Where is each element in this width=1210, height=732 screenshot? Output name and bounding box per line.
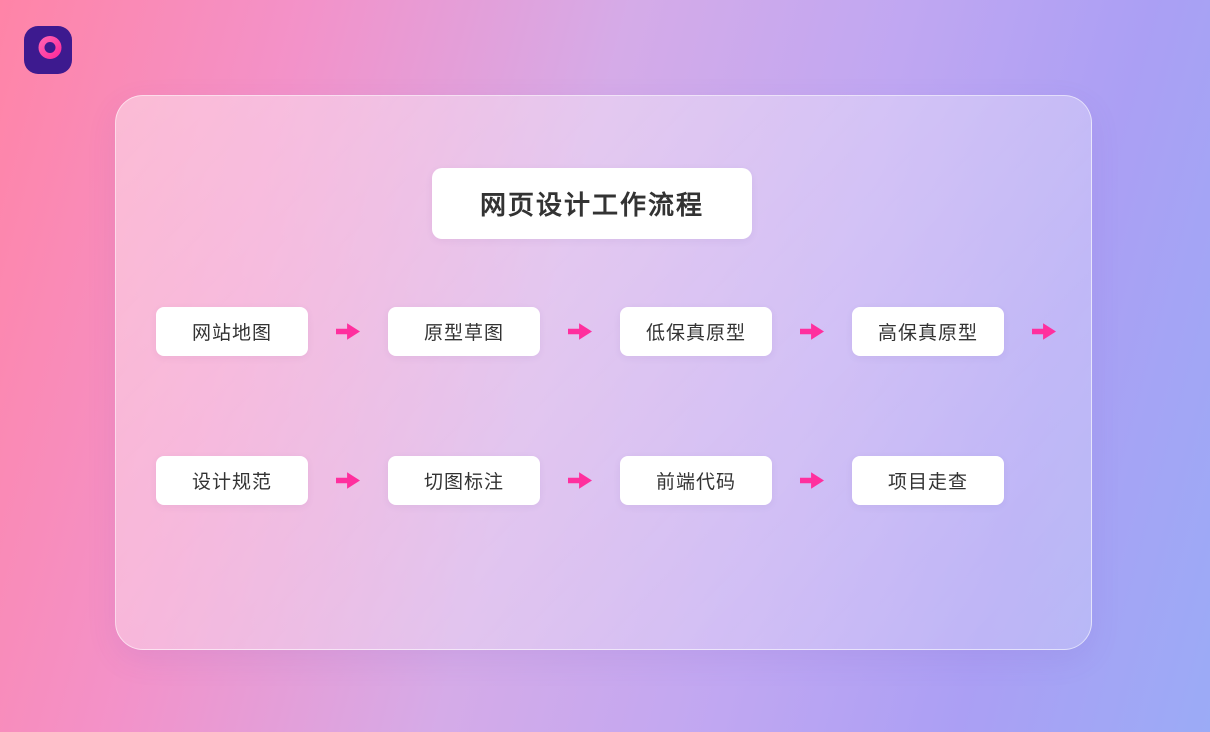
workflow-title: 网页设计工作流程 [432, 168, 752, 239]
step-slicing-annotation: 切图标注 [388, 456, 540, 505]
arrow-right-icon [1032, 323, 1056, 340]
arrow-right-icon [568, 472, 592, 489]
workflow-row-1: 网站地图 原型草图 低保真原型 高保真原型 [156, 307, 1084, 356]
workflow-panel: 网页设计工作流程 网站地图 原型草图 低保真原型 高保真原型 [115, 95, 1092, 650]
arrow-right-icon [336, 472, 360, 489]
pixso-logo [24, 26, 72, 74]
arrow-right-icon [568, 323, 592, 340]
step-frontend-code: 前端代码 [620, 456, 772, 505]
step-prototype-sketch: 原型草图 [388, 307, 540, 356]
step-design-spec: 设计规范 [156, 456, 308, 505]
arrow-right-icon [800, 323, 824, 340]
arrow-right-icon [336, 323, 360, 340]
step-sitemap: 网站地图 [156, 307, 308, 356]
step-low-fidelity-prototype: 低保真原型 [620, 307, 772, 356]
logo-p-icon [24, 26, 72, 74]
step-high-fidelity-prototype: 高保真原型 [852, 307, 1004, 356]
workflow-row-2: 设计规范 切图标注 前端代码 项目走查 [156, 456, 1004, 505]
step-project-walkthrough: 项目走查 [852, 456, 1004, 505]
arrow-right-icon [800, 472, 824, 489]
